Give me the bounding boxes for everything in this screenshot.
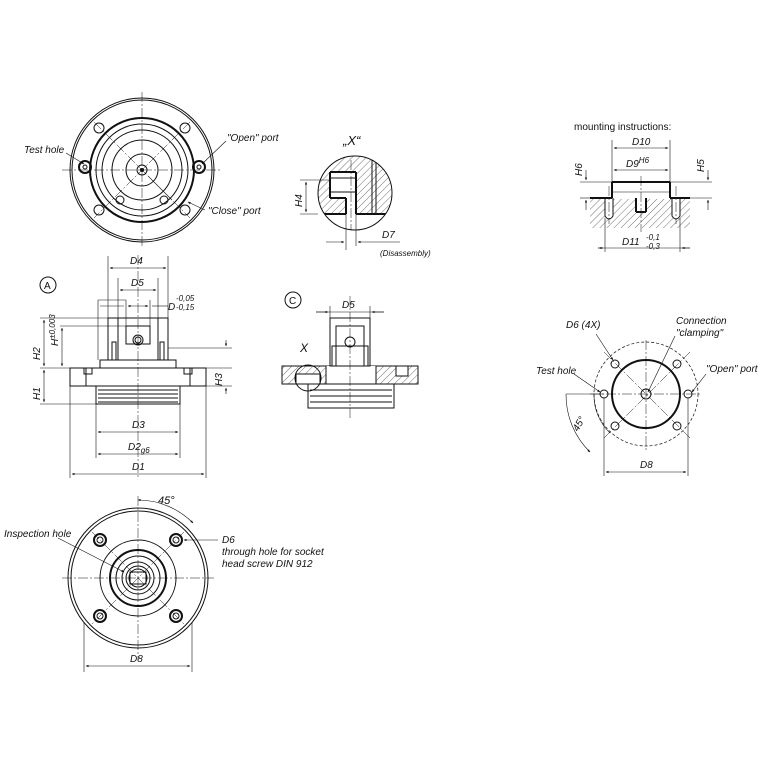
inspection-hole-label: Inspection hole [4, 529, 72, 540]
d-upper-tol: -0,05 [176, 294, 195, 303]
open-port-right-label: "Open" port [706, 364, 759, 375]
detail-x-view: „X“ H4 D7 (Dis [294, 133, 431, 258]
section-c-marker: C [289, 296, 296, 307]
d5-label: D5 [131, 278, 144, 289]
d10-label: D10 [632, 137, 651, 148]
open-port-label: "Open" port [227, 133, 280, 144]
h6-label: H6 [574, 163, 585, 176]
angle-45-right: 45° [571, 415, 588, 434]
h-label: H±0,003 [48, 314, 61, 346]
top-plan-view: Test hole "Open" port "Close" port [24, 92, 280, 248]
d11-lower-tol: -0,3 [646, 242, 660, 251]
clamping-label: "clamping" [676, 328, 724, 339]
d11-upper-tol: -0,1 [646, 233, 660, 242]
h5-label: H5 [696, 159, 707, 172]
d5-c-label: D5 [342, 300, 355, 311]
d8-bottom-label: D8 [130, 654, 143, 665]
section-c-view: C D5 X [281, 291, 419, 420]
mounting-instructions-view: mounting instructions: D10 D9H6 H6 [574, 122, 712, 252]
through-hole-line1: through hole for socket [222, 547, 325, 558]
test-hole-label: Test hole [24, 145, 65, 156]
h2-label: H2 [32, 347, 43, 360]
d9-label: D9H6 [626, 156, 650, 170]
detail-x-title: „X“ [342, 133, 361, 148]
bottom-plan-view: 45° Inspection hole D6 through hole for … [4, 495, 325, 672]
test-hole-right-label: Test hole [536, 366, 577, 377]
d-lower-tol: -0,15 [176, 303, 195, 312]
x-marker-label: X [299, 341, 309, 355]
d6-bottom-label: D6 [222, 535, 235, 546]
disassembly-label: (Disassembly) [380, 249, 431, 258]
d6-4x-label: D6 (4X) [566, 320, 600, 331]
d4-label: D4 [130, 256, 143, 267]
d7-label: D7 [382, 230, 395, 241]
d11-label: D11 [622, 237, 640, 248]
mount-plan-view: D6 (4X) Connection "clamping" Test hole … [536, 316, 759, 476]
d1-label: D1 [132, 462, 145, 473]
mounting-title: mounting instructions: [574, 122, 671, 133]
connection-label: Connection [676, 316, 727, 327]
d8-right-label: D8 [640, 460, 653, 471]
through-hole-line2: head screw DIN 912 [222, 559, 313, 570]
section-a-marker: A [44, 281, 51, 292]
h4-label: H4 [294, 194, 305, 207]
d3-label: D3 [132, 420, 145, 431]
d2-label: D2g6 [128, 442, 150, 455]
angle-45-bottom: 45° [158, 495, 175, 507]
h1-label: H1 [32, 387, 43, 400]
h3-label: H3 [214, 373, 225, 386]
close-port-label: "Close" port [208, 206, 262, 217]
d-label: D [168, 302, 175, 313]
section-a-view: A D4 D5 D -0,05 -0, [32, 255, 232, 478]
